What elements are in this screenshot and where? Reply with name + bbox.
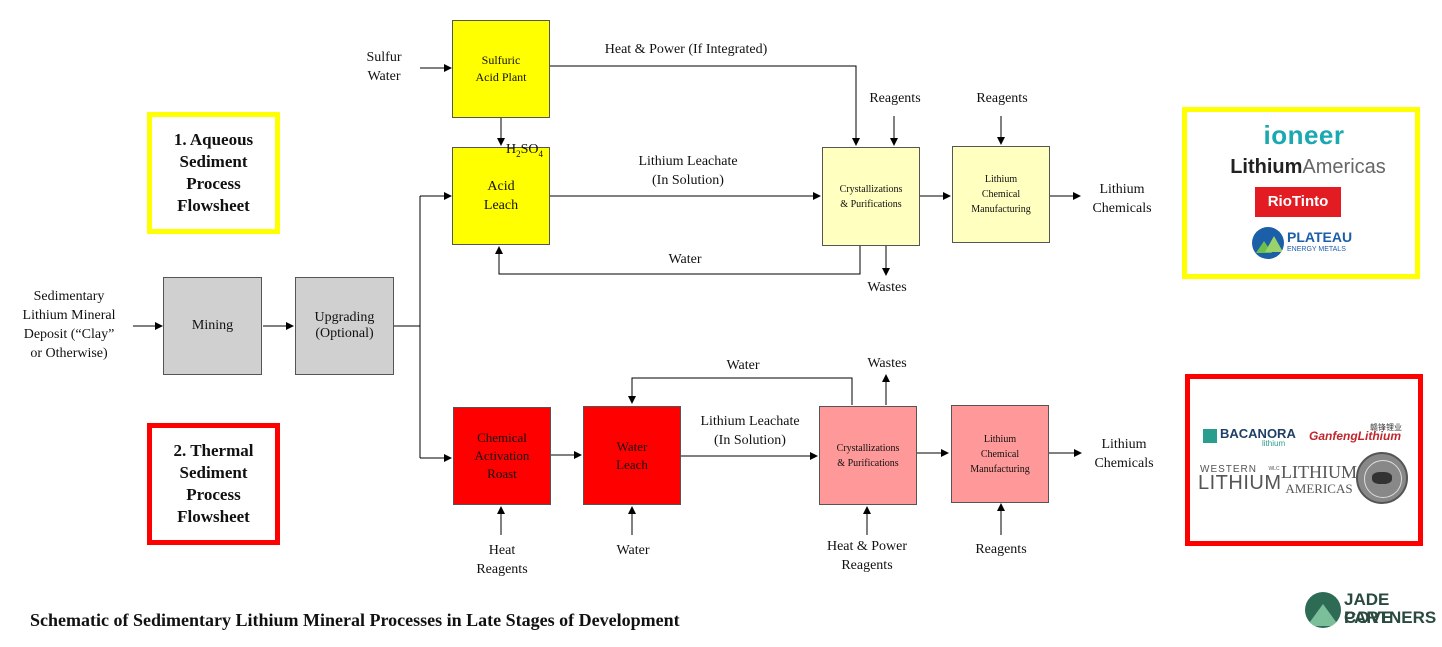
reagents-top-1-label: Reagents xyxy=(869,91,921,106)
sulfur-water-label: Sulfur Water xyxy=(366,50,402,84)
plateau-logo-sub: ENERGY METALS xyxy=(1287,246,1346,253)
western-lithium-logo-top: WESTERN xyxy=(1200,464,1257,475)
heat-reagents-label: Heat Reagents xyxy=(476,543,528,577)
chemicals-top-label: Lithium Chemicals xyxy=(1092,182,1152,216)
water-bottom-in-label: Water xyxy=(616,543,650,558)
acid-plant-box: Sulfuric Acid Plant xyxy=(452,20,550,118)
thermal-companies-panel xyxy=(1185,374,1423,546)
leachate-top-label: Lithium Leachate (In Solution) xyxy=(638,154,738,188)
leachate-bottom-label: Lithium Leachate (In Solution) xyxy=(700,414,800,448)
lithium-americas-logo: LithiumAmericas xyxy=(1218,156,1398,179)
bacanora-logo-sub: lithium xyxy=(1262,439,1286,448)
aqueous-companies-panel xyxy=(1182,107,1420,279)
western-lithium-logo-main: LITHIUM xyxy=(1198,472,1282,494)
bacanora-logo-name: BACANORA xyxy=(1220,426,1296,441)
cryst-bottom-box: Crystallizations & Purifications xyxy=(819,406,917,505)
reagents-top-2-label: Reagents xyxy=(976,91,1028,106)
acid-plant-label: Sulfuric Acid Plant xyxy=(475,53,527,84)
cryst-bottom-label: Crystallizations & Purifications xyxy=(836,442,900,469)
cryst-top-label: Crystallizations & Purifications xyxy=(839,183,903,210)
arrow-heat-power xyxy=(550,65,860,146)
mining-label: Mining xyxy=(191,318,234,333)
chemicals-bottom-label: Lithium Chemicals xyxy=(1094,437,1154,471)
jade-cove-mark-icon xyxy=(1305,592,1341,628)
jade-cove-name: JADE COVE xyxy=(1344,590,1393,627)
ioneer-logo: ioneer xyxy=(1263,120,1345,150)
h2so4-h: H xyxy=(506,142,517,157)
roast-label: Chemical Activation Roast xyxy=(474,430,530,481)
riotinto-logo: RioTinto xyxy=(1255,187,1341,217)
acid-leach-label: Acid Leach xyxy=(483,179,519,213)
bacanora-mark-icon xyxy=(1203,429,1217,443)
h2so4-sub4: 4 xyxy=(538,148,544,159)
lithium-americas-bold: Lithium xyxy=(1230,156,1303,178)
la-stacked-bottom: AMERICAS xyxy=(1285,481,1353,496)
upgrading-label: Upgrading (Optional) xyxy=(314,310,375,341)
mining-box: Mining xyxy=(163,277,262,375)
western-lithium-tag: WLC xyxy=(1268,466,1280,472)
water-bottom-loop-label: Water xyxy=(726,358,760,373)
heat-power-label: Heat & Power (If Integrated) xyxy=(604,42,768,57)
manuf-bottom-box: Lithium Chemical Manufacturing xyxy=(951,405,1049,503)
roast-box: Chemical Activation Roast xyxy=(453,407,551,505)
diagram-caption: Schematic of Sedimentary Lithium Mineral… xyxy=(30,610,680,630)
jade-cove-partners: PARTNERS xyxy=(1344,608,1437,627)
arrow-water-bottom-loop xyxy=(628,377,853,405)
arrow-water-top xyxy=(495,246,861,275)
ganfeng-logo: GanfengLithium xyxy=(1309,429,1401,443)
manuf-bottom-label: Lithium Chemical Manufacturing xyxy=(970,433,1030,475)
h2so4-sub2: 2 xyxy=(516,148,521,159)
wastes-top-label: Wastes xyxy=(867,280,907,295)
plateau-mark-icon xyxy=(1252,227,1284,259)
h2so4-label: H2SO4 xyxy=(506,121,556,164)
cryst-top-box: Crystallizations & Purifications xyxy=(822,147,920,246)
deposit-label: Sedimentary Lithium Mineral Deposit (“Cl… xyxy=(22,289,116,361)
water-top-label: Water xyxy=(668,252,702,267)
water-leach-label: Water Leach xyxy=(616,438,648,472)
lithium-americas-light: Americas xyxy=(1302,156,1386,178)
manuf-top-box: Lithium Chemical Manufacturing xyxy=(952,146,1050,243)
thermal-flowsheet-title: 2. Thermal Sediment Process Flowsheet xyxy=(147,423,280,545)
la-stacked-top: LITHIUM xyxy=(1281,462,1357,482)
acid-leach-box: Acid Leach xyxy=(452,147,550,245)
upgrading-box: Upgrading (Optional) xyxy=(295,277,394,375)
heat-power-reagents-label: Heat & Power Reagents xyxy=(826,539,908,573)
manuf-top-label: Lithium Chemical Manufacturing xyxy=(971,174,1031,215)
h2so4-so: SO xyxy=(520,142,539,157)
aqueous-flowsheet-title: 1. Aqueous Sediment Process Flowsheet xyxy=(147,112,280,234)
reagents-bottom-label: Reagents xyxy=(975,542,1027,557)
plateau-logo-name: PLATEAU xyxy=(1287,229,1353,245)
ganfeng-chinese: 赣锋锂业 xyxy=(1370,423,1402,432)
wastes-bottom-label: Wastes xyxy=(867,356,907,371)
state-seal-icon xyxy=(1356,452,1408,504)
water-leach-box: Water Leach xyxy=(583,406,681,505)
